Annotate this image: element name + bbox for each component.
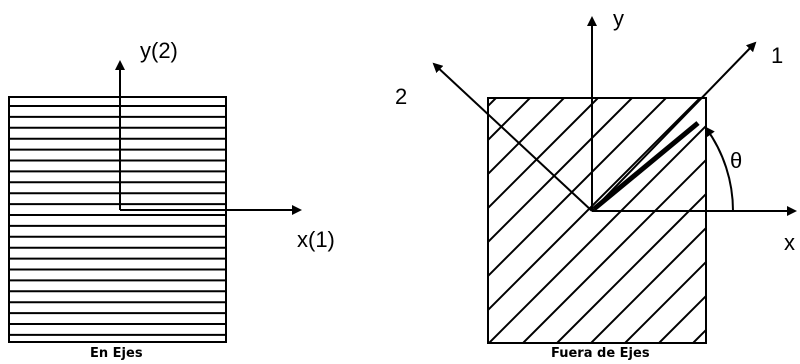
off-axis-lamina-outline: [487, 97, 707, 344]
off-axis-fiber-lines: [0, 80, 706, 360]
material-axis-1-label: 1: [771, 43, 783, 68]
on-axis-x-label: x(1): [297, 227, 335, 252]
fiber-line: [0, 80, 174, 360]
material-axis-2-label: 2: [395, 84, 407, 109]
fiber-line: [0, 80, 208, 360]
on-axis-lamina-outline: [8, 96, 227, 343]
off-axis-y-label: y: [613, 6, 624, 31]
fiber-line: [521, 158, 706, 343]
fiber-line: [488, 124, 706, 343]
fiber-line: [555, 192, 706, 343]
off-axis-caption: Fuera de Ejes: [551, 346, 650, 361]
on-axis-caption: En Ejes: [90, 346, 143, 361]
fiber-line: [30, 80, 310, 360]
material-axis-1-bold-segment: [592, 121, 700, 211]
fiber-line: [589, 226, 706, 343]
fiber-line: [132, 80, 412, 360]
fiber-line: [488, 98, 600, 210]
off-axis-x-label: x: [784, 230, 795, 255]
fiber-line: [488, 98, 634, 244]
off-axis-panel: y x 1 2 θ Fuera de Ejes: [0, 6, 797, 361]
fiber-line: [166, 80, 446, 360]
fiber-line: [657, 294, 706, 343]
theta-label: θ: [730, 148, 742, 173]
fiber-line: [488, 98, 702, 312]
fiber-line: [488, 98, 532, 142]
fiber-line: [488, 98, 498, 108]
fiber-line: [98, 80, 378, 360]
fiber-line: [488, 98, 566, 176]
fiber-line: [200, 80, 480, 360]
material-axis-1: [591, 41, 757, 212]
on-axis-y-label: y(2): [140, 38, 178, 63]
on-axis-panel: y(2) x(1) En Ejes: [8, 38, 335, 361]
fiber-line: [691, 328, 706, 343]
theta-arc: [704, 126, 734, 212]
on-axis-fiber-lines: [10, 105, 225, 336]
material-axis-2: [432, 62, 593, 212]
fiber-line: [488, 98, 668, 278]
fiber-line: [623, 260, 706, 343]
fiber-line: [64, 80, 344, 360]
fiber-line: [0, 80, 276, 360]
